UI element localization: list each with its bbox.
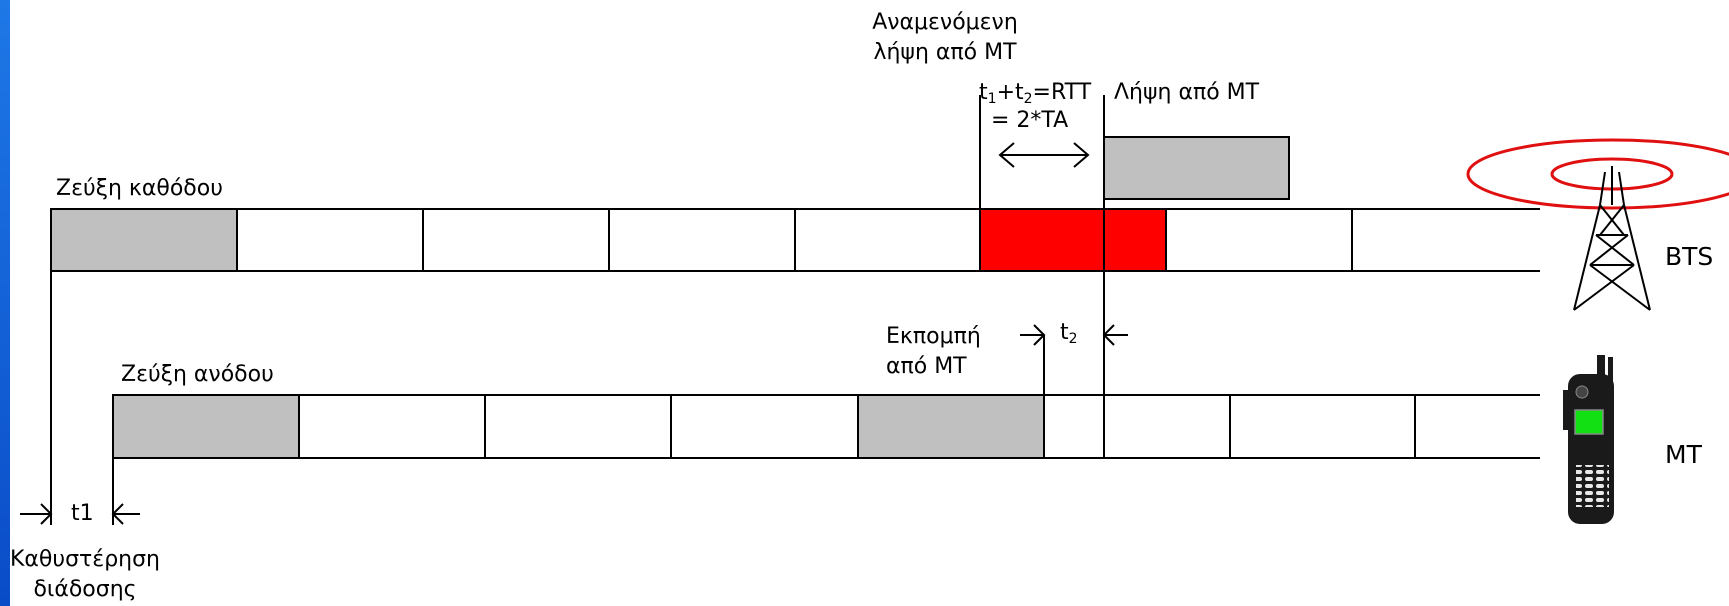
uplink-slot-dividers [484, 395, 1416, 458]
rtt-ta-label: = 2*TA [991, 108, 1069, 133]
bts-label: BTS [1665, 242, 1714, 271]
rtt-rest: =RTT [1032, 80, 1092, 105]
uplink-label: Ζεύξη ανόδου [121, 362, 274, 387]
bts-tower-icon [1466, 138, 1729, 311]
transmission-line2: από MT [886, 354, 967, 379]
downlink-slot-dividers [236, 209, 1353, 271]
propagation-delay-label: Καθυστέρηση διάδοσης [0, 545, 170, 605]
propagation-delay-line1: Καθυστέρηση [10, 547, 160, 572]
rtt-t: t [979, 80, 988, 105]
rtt-plus: +t [996, 80, 1024, 105]
double-arrow-icon [998, 142, 1090, 168]
rtt-sub1: 1 [987, 91, 997, 107]
mt-label: MT [1665, 440, 1702, 469]
uplink-slot-0 [112, 394, 300, 459]
downlink-slot-red [979, 208, 1167, 272]
rtt-sub2: 2 [1023, 91, 1033, 107]
downlink-label: Ζεύξη καθόδου [56, 176, 223, 201]
left-edge-bar [0, 0, 10, 606]
uplink-track [113, 394, 1540, 459]
t2-t: t [1060, 320, 1069, 345]
rtt-equation-label: t1+t2=RTT [979, 78, 1091, 108]
t2-label: t2 [1060, 318, 1078, 348]
t1-label: t1 [71, 501, 94, 526]
expected-reception-label: Αναμενόμενη λήψη από MT [855, 8, 1035, 68]
transmission-from-mt-label: Εκπομπή από MT [886, 322, 981, 382]
downlink-slot-0 [50, 208, 238, 272]
mobile-terminal-icon [1563, 355, 1614, 524]
t2-sub: 2 [1068, 331, 1078, 347]
received-slot [1103, 136, 1290, 200]
propagation-delay-line2: διάδοσης [33, 577, 137, 602]
transmission-line1: Εκπομπή [886, 324, 981, 349]
uplink-slot-tx [857, 394, 1045, 459]
time-markers [50, 95, 1105, 525]
t2-arrows [1020, 324, 1128, 346]
expected-reception-line1: Αναμενόμενη [872, 10, 1018, 35]
expected-reception-line2: λήψη από MT [873, 40, 1017, 65]
reception-from-mt-label: Λήψη από MT [1114, 80, 1260, 105]
t1-arrows [20, 503, 140, 525]
